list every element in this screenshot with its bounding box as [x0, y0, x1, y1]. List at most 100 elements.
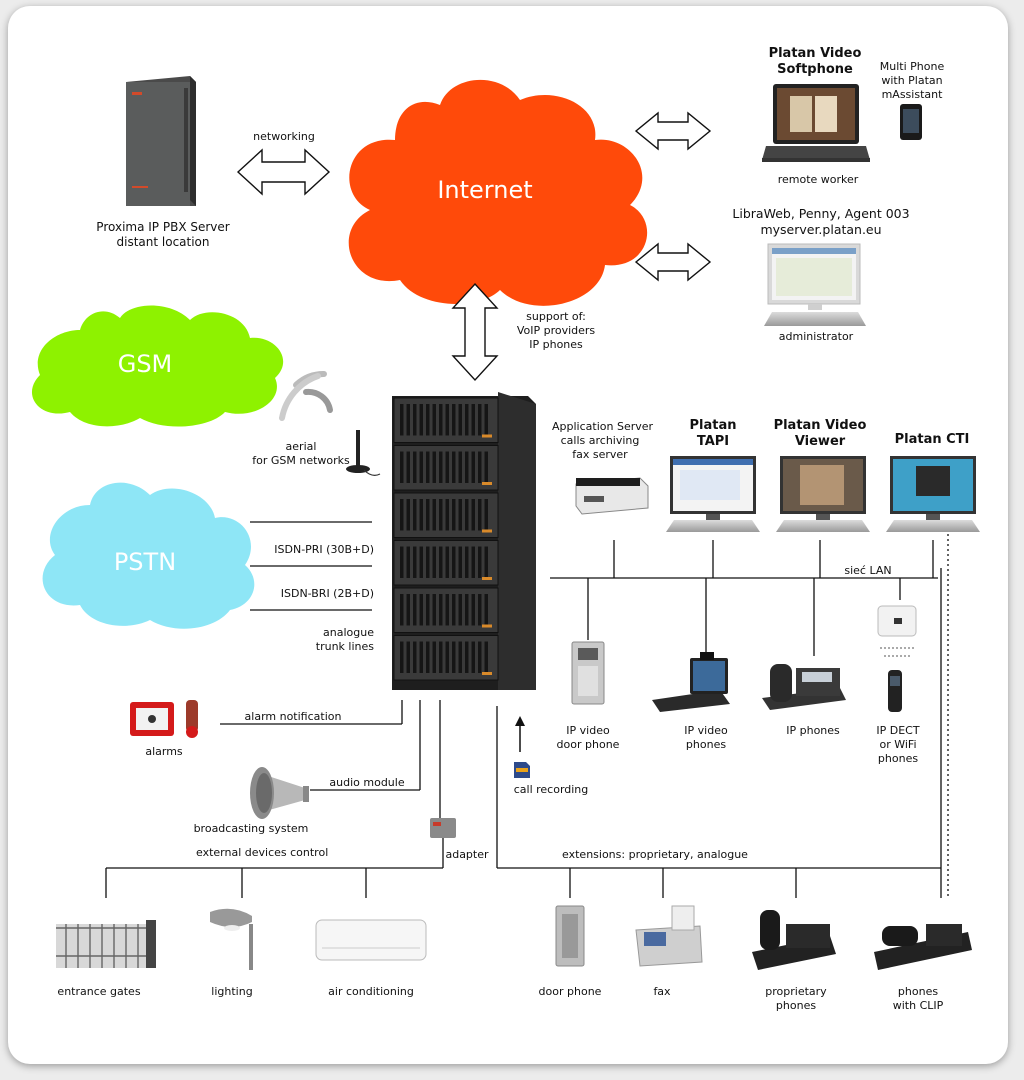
support-line2: VoIP providers — [516, 323, 596, 337]
admin-monitor-icon — [764, 243, 866, 326]
gate-icon — [56, 920, 156, 968]
aerial-icon — [346, 430, 381, 476]
extensions-label: extensions: proprietary, analogue — [562, 848, 748, 861]
air-conditioning-label: air conditioning — [328, 985, 414, 998]
aerial-line1: aerial — [285, 440, 317, 453]
video-viewer-monitor-icon — [776, 456, 870, 532]
libraweb-line1: LibraWeb, Penny, Agent 003 — [732, 206, 910, 221]
cti-monitor-icon — [886, 456, 980, 532]
isdn-pri-label: ISDN-PRI (30B+D) — [274, 543, 374, 556]
dect-base-icon — [877, 605, 917, 657]
libraweb-line2: myserver.platan.eu — [760, 221, 882, 237]
phones-clip-label: phones with CLIP — [878, 985, 958, 1013]
arrow-pbx-internet — [236, 148, 331, 196]
tapi-label: Platan TAPI — [683, 418, 743, 451]
video-softphone-line1: Platan Video — [768, 46, 862, 61]
libraweb-label: LibraWeb, Penny, Agent 003 myserver.plat… — [726, 206, 916, 237]
ip-video-phones-line1: IP video — [684, 724, 728, 737]
alarm-notification-label: alarm notification — [244, 710, 342, 723]
ip-dect-line1: IP DECT — [876, 724, 920, 737]
video-softphone-label: Platan Video Softphone — [760, 46, 870, 79]
support-line3: IP phones — [529, 337, 583, 351]
arrow-internet-admin — [634, 242, 712, 282]
call-recording-arrow — [515, 716, 525, 752]
video-viewer-line1: Platan Video — [773, 418, 867, 433]
app-server-line2: calls archiving — [560, 433, 640, 447]
door-phone-icon — [555, 905, 585, 967]
proprietary-phone-icon — [752, 910, 836, 970]
networking-label: networking — [253, 130, 315, 143]
adapter-label: adapter — [445, 848, 489, 861]
entrance-gates-label: entrance gates — [57, 985, 141, 998]
tapi-line1: Platan — [689, 418, 737, 433]
administrator-label: administrator — [778, 330, 854, 343]
pbx-rack-icon — [392, 392, 536, 690]
ip-phones-label: IP phones — [786, 724, 840, 737]
pstn-label: PSTN — [113, 548, 177, 576]
thermometer-icon — [186, 700, 198, 738]
internet-label: Internet — [437, 176, 533, 204]
audio-module-label: audio module — [329, 776, 405, 789]
pbx-server-icon — [126, 76, 196, 206]
lan-label: sieć LAN — [844, 564, 892, 577]
lighting-label: lighting — [211, 985, 253, 998]
analogue-label: analogue trunk lines — [290, 626, 374, 654]
ip-video-phones-label: IP video phones — [676, 724, 736, 752]
sd-card-icon — [514, 762, 530, 778]
aerial-label: aerial for GSM networks — [246, 440, 356, 468]
multi-phone-line1: Multi Phone — [879, 60, 945, 73]
rack-unit — [393, 587, 499, 633]
aerial-line2: for GSM networks — [252, 453, 350, 467]
phones-clip-line2: with CLIP — [892, 998, 944, 1012]
ip-phone-icon — [762, 664, 846, 710]
ip-dect-label: IP DECT or WiFi phones — [868, 724, 928, 765]
broadcasting-label: broadcasting system — [193, 822, 309, 835]
ip-video-phone-icon — [652, 652, 730, 712]
clip-phone-icon — [874, 924, 972, 970]
rack-unit — [393, 635, 499, 681]
alarm-button-icon — [130, 702, 174, 736]
phones-clip-line1: phones — [897, 985, 939, 998]
lamp-icon — [210, 908, 253, 970]
dect-handset-icon — [888, 670, 902, 712]
analogue-line2: trunk lines — [315, 639, 374, 653]
gsm-label: GSM — [117, 350, 173, 378]
multi-phone-label: Multi Phone with Platan mAssistant — [872, 60, 952, 101]
external-control-label: external devices control — [196, 846, 329, 859]
ip-video-phones-line2: phones — [685, 737, 727, 751]
support-line1: support of: — [526, 310, 586, 323]
video-viewer-line2: Viewer — [794, 434, 846, 450]
tapi-monitor-icon — [666, 456, 760, 532]
fax-label: fax — [653, 985, 671, 998]
arrow-internet-rack — [451, 282, 499, 382]
analogue-line1: analogue — [323, 626, 374, 639]
proprietary-phones-label: proprietary phones — [758, 985, 834, 1013]
video-softphone-line2: Softphone — [777, 62, 853, 78]
ip-video-door-label: IP video door phone — [552, 724, 624, 752]
rack-unit — [393, 397, 499, 443]
cti-label: Platan CTI — [894, 432, 970, 447]
rack-unit — [393, 540, 499, 586]
app-server-icon — [575, 477, 649, 515]
air-conditioner-icon — [315, 919, 427, 961]
connection-lines — [105, 521, 942, 898]
multi-phone-line2: with Platan — [881, 73, 943, 87]
app-server-line1: Application Server — [552, 420, 654, 433]
laptop-icon — [762, 84, 870, 162]
video-viewer-label: Platan Video Viewer — [772, 418, 868, 451]
app-server-label: Application Server calls archiving fax s… — [552, 420, 654, 461]
adapter-icon — [430, 818, 456, 838]
door-phone-label: door phone — [538, 985, 602, 998]
fax-icon — [635, 905, 703, 967]
ip-dect-line3: phones — [877, 751, 919, 765]
rack-unit — [393, 445, 499, 491]
pstn-cloud — [42, 482, 255, 629]
app-server-line3: fax server — [572, 447, 628, 461]
ip-video-door-phone-icon — [571, 641, 605, 705]
proprietary-phones-line2: phones — [775, 998, 817, 1012]
proprietary-phones-line1: proprietary — [765, 985, 827, 998]
smartphone-icon — [900, 104, 922, 140]
isdn-bri-label: ISDN-BRI (2B+D) — [280, 587, 374, 600]
arrow-internet-softphone — [634, 111, 712, 151]
